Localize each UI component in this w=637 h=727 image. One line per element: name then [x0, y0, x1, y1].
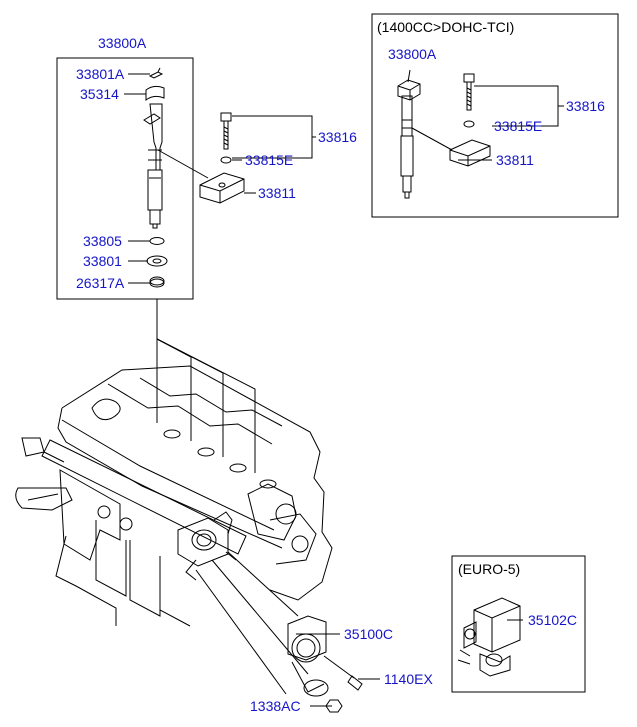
injector-group-title[interactable]: 33800A: [98, 35, 147, 51]
engine-block-drawing: [15, 365, 333, 627]
part-35100C[interactable]: 35100C: [344, 626, 394, 642]
part-33815E[interactable]: 33815E: [245, 152, 294, 168]
part-33801A[interactable]: 33801A: [76, 66, 125, 82]
part-1338AC[interactable]: 1338AC: [250, 698, 301, 714]
tci-variant-title: (1400CC>DOHC-TCI): [377, 19, 515, 35]
leader-lines: [124, 69, 564, 707]
tci-part-33811[interactable]: 33811: [496, 152, 534, 168]
injector-drawing: [143, 67, 168, 288]
part-33801[interactable]: 33801: [83, 253, 122, 269]
part-26317A[interactable]: 26317A: [76, 275, 125, 291]
group-connector-lines: [156, 299, 256, 473]
euro5-box: [451, 555, 586, 693]
part-33816[interactable]: 33816: [318, 129, 357, 145]
part-35314[interactable]: 35314: [80, 86, 119, 102]
tci-part-33816[interactable]: 33816: [566, 98, 605, 114]
egr-valve-drawing: [457, 597, 521, 677]
part-33811[interactable]: 33811: [258, 185, 296, 201]
clamp-hardware-drawing: [157, 112, 245, 204]
tci-injector-drawing: [397, 73, 491, 199]
part-35102C[interactable]: 35102C: [528, 612, 578, 628]
tci-part-33815E[interactable]: 33815E: [494, 118, 543, 134]
throttle-body-drawing: [195, 551, 363, 713]
part-1140EX[interactable]: 1140EX: [384, 671, 433, 687]
tci-part-33800A[interactable]: 33800A: [388, 46, 437, 62]
part-33805[interactable]: 33805: [83, 233, 122, 249]
euro5-title: (EURO-5): [458, 561, 521, 577]
injector-group-box: [56, 57, 194, 300]
tci-variant-box: [371, 13, 619, 218]
